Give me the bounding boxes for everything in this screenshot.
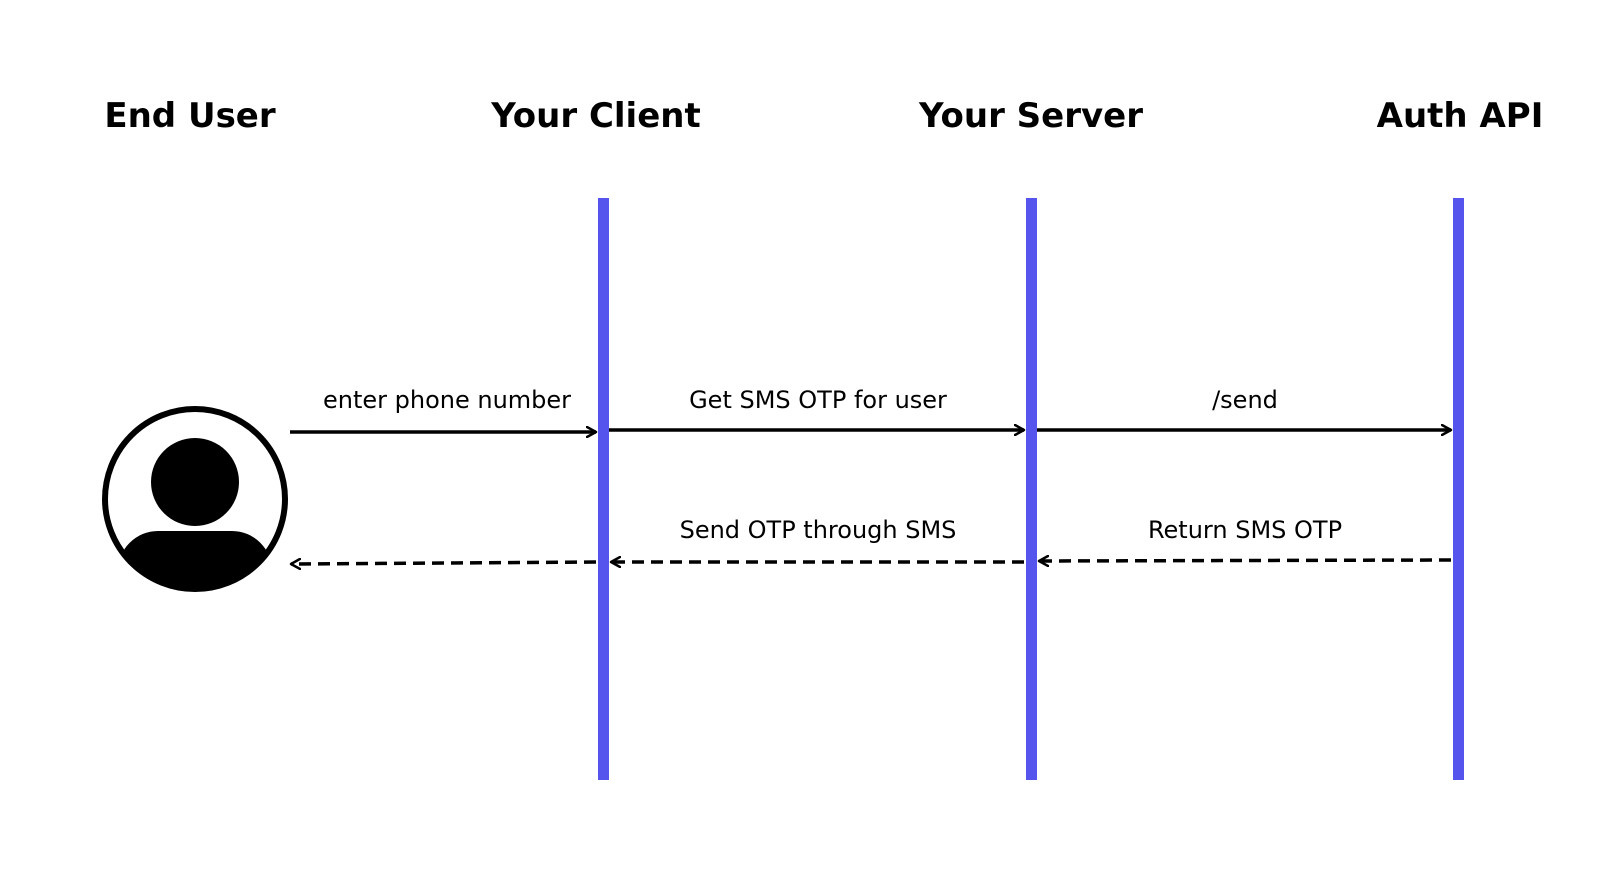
- message-label-return-sms-otp: Return SMS OTP: [1147, 516, 1343, 544]
- user-avatar-icon: [102, 406, 288, 592]
- message-label-send-endpoint: /send: [1212, 386, 1278, 414]
- actor-label-end-user: End User: [104, 96, 276, 136]
- actor-label-auth-api: Auth API: [1376, 96, 1544, 136]
- arrow-send-otp-to-end-user: [291, 562, 597, 564]
- message-label-get-sms-otp: Get SMS OTP for user: [689, 386, 947, 414]
- arrow-return-sms-otp: [1039, 560, 1452, 561]
- message-label-enter-phone-number: enter phone number: [322, 386, 572, 414]
- lifeline-your-server: [1026, 198, 1037, 780]
- lifeline-auth-api: [1453, 198, 1464, 780]
- actor-label-your-client: Your Client: [491, 96, 701, 136]
- message-label-send-otp-through-sms: Send OTP through SMS: [679, 516, 957, 544]
- actor-label-your-server: Your Server: [919, 96, 1143, 136]
- lifeline-your-client: [598, 198, 609, 780]
